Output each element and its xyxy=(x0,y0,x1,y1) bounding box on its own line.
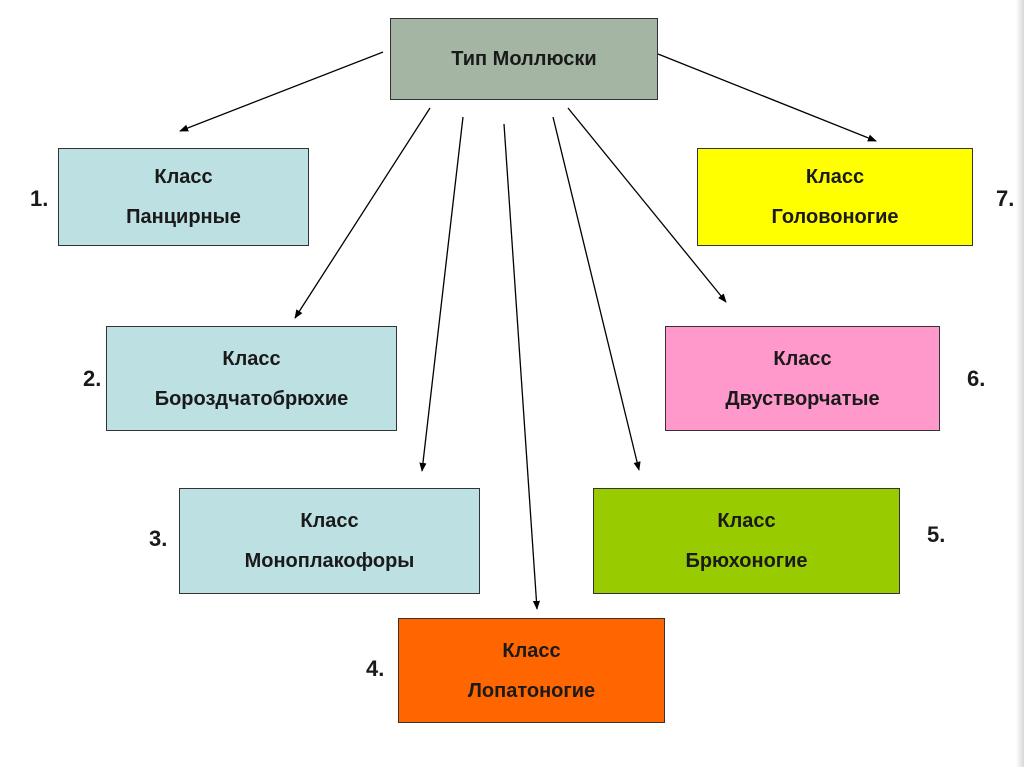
class-number-5: 5. xyxy=(927,522,946,547)
class-5-line1: Класс xyxy=(717,510,776,532)
class-node-7: Класс Головоногие xyxy=(697,148,973,246)
arrow-to-class-1 xyxy=(179,51,384,132)
class-7-line1: Класс xyxy=(805,166,865,188)
class-number-2: 2. xyxy=(83,366,102,391)
class-node-4: Класс Лопатоногие xyxy=(398,618,665,723)
class-number-1: 1. xyxy=(30,186,49,211)
arrow-to-class-7 xyxy=(657,53,877,142)
class-1-line2: Панцирные xyxy=(126,206,241,228)
class-4-line2: Лопатоногие xyxy=(467,679,596,702)
class-node-3: Класс Моноплакофоры xyxy=(179,488,480,594)
class-2-line1: Класс xyxy=(222,347,281,370)
class-number-6: 6. xyxy=(967,366,986,391)
class-3-line2: Моноплакофоры xyxy=(244,550,415,572)
arrow-to-class-4 xyxy=(503,123,541,610)
arrow-to-class-3 xyxy=(419,116,464,472)
arrow-to-class-2 xyxy=(294,107,431,319)
arrow-to-class-5 xyxy=(552,116,641,471)
root-label: Тип Моллюски xyxy=(451,48,597,70)
class-4-line1: Класс xyxy=(502,639,561,662)
class-7-line2: Головоногие xyxy=(771,206,899,228)
class-3-line1: Класс xyxy=(300,510,359,532)
class-node-2: Класс Бороздчатобрюхие xyxy=(106,326,397,431)
class-1-line1: Класс xyxy=(154,166,213,188)
class-node-1: Класс Панцирные xyxy=(58,148,309,246)
class-2-line2: Бороздчатобрюхие xyxy=(154,387,349,410)
arrow-to-class-6 xyxy=(567,107,727,303)
class-node-5: Класс Брюхоногие xyxy=(593,488,900,594)
class-node-6: Класс Двустворчатые xyxy=(665,326,940,431)
root-node: Тип Моллюски xyxy=(390,18,658,100)
class-number-3: 3. xyxy=(149,526,168,551)
slide-edge-shadow xyxy=(1016,0,1024,767)
class-6-line1: Класс xyxy=(773,347,832,370)
class-5-line2: Брюхоногие xyxy=(685,550,808,572)
class-number-7: 7. xyxy=(996,186,1015,211)
class-6-line2: Двустворчатые xyxy=(725,387,880,410)
class-number-4: 4. xyxy=(366,656,385,681)
